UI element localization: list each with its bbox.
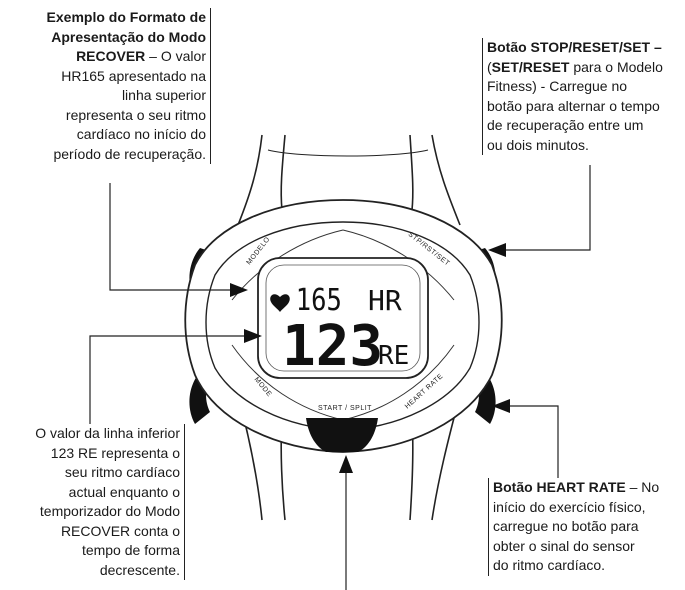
callout-bottom-line-value: O valor da linha inferior 123 RE represen… xyxy=(8,424,185,580)
callout-line: actual enquanto o xyxy=(8,483,180,503)
callout-line: Botão HEART RATE – No xyxy=(493,478,683,498)
callout-text: ( xyxy=(487,58,492,75)
callout-text: – No xyxy=(625,479,660,495)
callout-line: obter o sinal do sensor xyxy=(493,537,683,557)
leader-lines xyxy=(89,165,591,590)
callout-line: decrescente. xyxy=(8,561,180,581)
callout-bold-text: Apresentação do Modo xyxy=(51,28,206,45)
lcd-screen xyxy=(257,257,429,379)
callout-text: O valor da linha inferior xyxy=(35,425,180,441)
callout-text: início do exercício físico, xyxy=(493,498,646,515)
callout-line: de recuperação entre um xyxy=(487,116,683,136)
arrowheads xyxy=(230,243,510,473)
callout-text: período de recuperação. xyxy=(53,145,206,162)
callout-text: 123 RE representa o xyxy=(50,444,180,461)
callout-line: HR165 apresentado na xyxy=(20,67,206,87)
lcd-bottom-unit: RE xyxy=(378,341,409,371)
callout-text: temporizador do Modo xyxy=(39,503,180,519)
heart-icon xyxy=(270,294,290,312)
callout-line: RECOVER – O valor xyxy=(20,47,206,67)
callout-line: do ritmo cardíaco. xyxy=(493,556,683,576)
callout-line: Apresentação do Modo xyxy=(20,28,206,48)
callout-line: RECOVER conta o xyxy=(8,522,180,542)
callout-line: representa o seu ritmo xyxy=(20,106,206,126)
callout-text: botão para alternar o tempo xyxy=(487,97,660,114)
callout-line: carregue no botão para xyxy=(493,517,683,537)
callout-text: – O valor xyxy=(145,48,206,64)
callout-line: 123 RE representa o xyxy=(8,444,180,464)
callout-text: linha superior xyxy=(121,87,206,103)
callout-line: O valor da linha inferior xyxy=(8,424,180,444)
callout-text: HR165 apresentado na xyxy=(61,67,206,84)
callout-line: Botão STOP/RESET/SET – xyxy=(487,38,683,58)
callout-recover-format: Exemplo do Formato de Apresentação do Mod… xyxy=(20,8,211,164)
callout-stop-reset-set-button: Botão STOP/RESET/SET – (SET/RESET para o … xyxy=(482,38,683,155)
callout-line: temporizador do Modo xyxy=(8,502,180,522)
callout-line: Exemplo do Formato de xyxy=(20,8,206,28)
callout-text: RECOVER conta o xyxy=(60,522,180,539)
callout-bold-text: SET/RESET xyxy=(491,58,570,75)
callout-line: linha superior xyxy=(20,86,206,106)
lcd-top-value: 165 xyxy=(296,282,342,318)
start-split-button xyxy=(306,418,378,452)
callout-bold-text: Botão HEART RATE xyxy=(493,479,626,495)
callout-bold-text: RECOVER xyxy=(76,48,146,64)
callout-line: cardíaco no início do xyxy=(20,125,206,145)
callout-text: decrescente. xyxy=(99,561,180,578)
callout-line: botão para alternar o tempo xyxy=(487,97,683,117)
lcd-bottom-value: 123 xyxy=(282,314,383,379)
callout-text: representa o seu ritmo xyxy=(65,106,206,123)
callout-bold-text: Botão STOP/RESET/SET – xyxy=(487,39,662,55)
callout-line: ou dois minutos. xyxy=(487,136,683,156)
callout-line: período de recuperação. xyxy=(20,145,206,165)
callout-text: do ritmo cardíaco. xyxy=(493,557,606,573)
callout-text: tempo de forma xyxy=(81,542,180,558)
upper-strap xyxy=(237,134,461,226)
callout-line: Fitness) - Carregue no xyxy=(487,77,683,97)
callout-text: actual enquanto o xyxy=(68,483,180,500)
callout-bold-text: Exemplo do Formato de xyxy=(46,9,206,25)
callout-text: cardíaco no início do xyxy=(76,126,206,142)
bezel-label-start-split: START / SPLIT xyxy=(318,405,372,412)
callout-text: seu ritmo cardíaco xyxy=(64,464,180,480)
callout-text: ou dois minutos. xyxy=(487,136,589,153)
callout-line: seu ritmo cardíaco xyxy=(8,463,180,483)
callout-line: (SET/RESET para o Modelo xyxy=(487,58,683,78)
callout-text: carregue no botão para xyxy=(493,518,639,534)
lcd-top-unit: HR xyxy=(368,284,402,317)
callout-text: para o Modelo xyxy=(569,58,663,75)
callout-text: Fitness) - Carregue no xyxy=(487,78,628,94)
callout-text: obter o sinal do sensor xyxy=(493,537,635,554)
callout-text: de recuperação entre um xyxy=(487,117,644,133)
callout-line: tempo de forma xyxy=(8,541,180,561)
callout-line: início do exercício físico, xyxy=(493,498,683,518)
